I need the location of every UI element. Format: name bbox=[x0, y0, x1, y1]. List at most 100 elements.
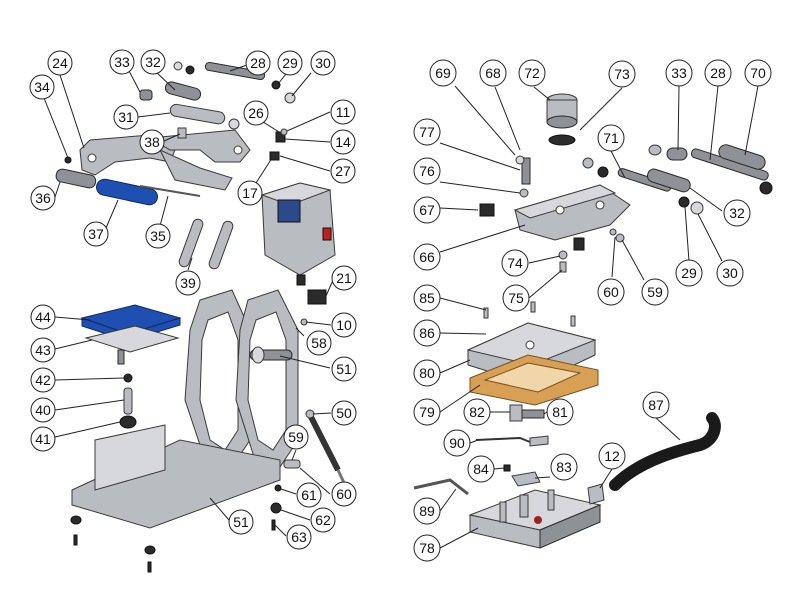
callout-33-left: 33 bbox=[109, 49, 135, 75]
top-bracket-part bbox=[479, 155, 631, 273]
thermo-parts bbox=[413, 404, 549, 496]
callout-label: 10 bbox=[336, 317, 352, 333]
hose-part bbox=[587, 412, 721, 505]
right-leader-lines bbox=[439, 85, 759, 549]
upper-platen-part bbox=[466, 301, 599, 406]
callout-14: 14 bbox=[330, 129, 356, 155]
callout-67: 67 bbox=[413, 196, 441, 224]
callout-32-right: 32 bbox=[723, 199, 751, 227]
callout-83: 83 bbox=[550, 453, 578, 481]
callout-label: 40 bbox=[35, 402, 51, 418]
callout-label: 29 bbox=[282, 55, 298, 71]
callout-label: 33 bbox=[671, 65, 687, 81]
callout-66: 66 bbox=[413, 243, 441, 271]
callout-33-right: 33 bbox=[665, 59, 693, 87]
callout-label: 30 bbox=[315, 55, 331, 71]
callout-label: 50 bbox=[336, 405, 352, 421]
callout-label: 42 bbox=[35, 372, 51, 388]
callout-label: 28 bbox=[710, 65, 726, 81]
callout-44: 44 bbox=[30, 304, 56, 330]
callout-label: 77 bbox=[419, 124, 435, 140]
callout-27: 27 bbox=[330, 158, 356, 184]
callout-label: 87 bbox=[648, 397, 664, 413]
callout-84: 84 bbox=[467, 455, 495, 483]
callout-label: 17 bbox=[242, 185, 258, 201]
callout-label: 76 bbox=[419, 163, 435, 179]
callout-26: 26 bbox=[243, 100, 269, 126]
callout-40: 40 bbox=[30, 397, 56, 423]
callout-17: 17 bbox=[237, 180, 263, 206]
platen-part bbox=[80, 304, 182, 429]
callout-label: 83 bbox=[556, 459, 572, 475]
heating-element-part bbox=[468, 489, 602, 549]
callout-label: 32 bbox=[729, 205, 745, 221]
callout-label: 67 bbox=[419, 202, 435, 218]
callout-label: 27 bbox=[335, 163, 351, 179]
callout-label: 29 bbox=[681, 265, 697, 281]
callout-12: 12 bbox=[598, 442, 626, 470]
callout-label: 69 bbox=[435, 65, 451, 81]
callout-68: 68 bbox=[479, 59, 507, 87]
callout-78: 78 bbox=[413, 534, 441, 562]
callout-82: 82 bbox=[463, 398, 491, 426]
callout-85: 85 bbox=[413, 284, 441, 312]
callout-50: 50 bbox=[331, 400, 357, 426]
callout-75: 75 bbox=[502, 284, 530, 312]
callout-label: 59 bbox=[647, 284, 663, 300]
frame-part bbox=[70, 289, 299, 573]
callout-37: 37 bbox=[83, 221, 109, 247]
callout-77: 77 bbox=[413, 118, 441, 146]
callout-label: 14 bbox=[335, 134, 351, 150]
callout-label: 28 bbox=[250, 55, 266, 71]
callout-51-top: 51 bbox=[331, 356, 357, 382]
callout-label: 21 bbox=[336, 270, 352, 286]
callout-30-right: 30 bbox=[716, 259, 744, 287]
callout-79: 79 bbox=[413, 398, 441, 426]
callout-label: 73 bbox=[614, 66, 630, 82]
callout-74: 74 bbox=[501, 249, 529, 277]
callout-label: 71 bbox=[603, 130, 619, 146]
callout-label: 82 bbox=[469, 404, 485, 420]
gas-spring-part bbox=[270, 318, 347, 531]
callout-label: 66 bbox=[419, 249, 435, 265]
callout-62: 62 bbox=[310, 507, 336, 533]
callout-label: 11 bbox=[336, 104, 351, 120]
link-bars-part bbox=[178, 218, 234, 270]
callout-32-left: 32 bbox=[140, 49, 166, 75]
callout-60-right: 60 bbox=[597, 278, 625, 306]
callout-label: 51 bbox=[233, 514, 249, 530]
callout-label: 58 bbox=[311, 335, 327, 351]
right-rods-part bbox=[582, 144, 773, 215]
callout-51-bottom: 51 bbox=[228, 509, 254, 535]
callout-label: 33 bbox=[114, 54, 130, 70]
magnet-part bbox=[546, 93, 578, 146]
callout-59-left: 59 bbox=[283, 424, 309, 450]
callout-28-right: 28 bbox=[704, 59, 732, 87]
callout-label: 39 bbox=[180, 275, 196, 291]
callout-label: 38 bbox=[144, 134, 160, 150]
callout-42: 42 bbox=[30, 367, 56, 393]
callout-label: 78 bbox=[419, 540, 435, 556]
callout-label: 44 bbox=[35, 309, 51, 325]
callout-label: 79 bbox=[419, 404, 435, 420]
right-assembly bbox=[413, 85, 773, 549]
callout-label: 62 bbox=[315, 512, 331, 528]
callout-label: 31 bbox=[118, 109, 134, 125]
callout-11: 11 bbox=[330, 99, 356, 125]
callout-34: 34 bbox=[29, 74, 55, 100]
callout-21: 21 bbox=[331, 265, 357, 291]
callout-label: 60 bbox=[336, 486, 352, 502]
callout-label: 24 bbox=[52, 55, 68, 71]
callout-63: 63 bbox=[286, 524, 312, 550]
controller-box-part bbox=[260, 182, 336, 305]
callout-label: 37 bbox=[88, 226, 104, 242]
callouts: 24 34 33 32 28 29 30 31 26 11 38 14 27 1… bbox=[29, 49, 772, 562]
callout-87: 87 bbox=[642, 391, 670, 419]
callout-label: 36 bbox=[35, 190, 51, 206]
callout-31: 31 bbox=[113, 104, 139, 130]
callout-28-left: 28 bbox=[245, 50, 271, 76]
callout-71: 71 bbox=[597, 124, 625, 152]
callout-label: 61 bbox=[301, 487, 317, 503]
callout-59-right: 59 bbox=[641, 278, 669, 306]
callout-label: 75 bbox=[508, 290, 524, 306]
